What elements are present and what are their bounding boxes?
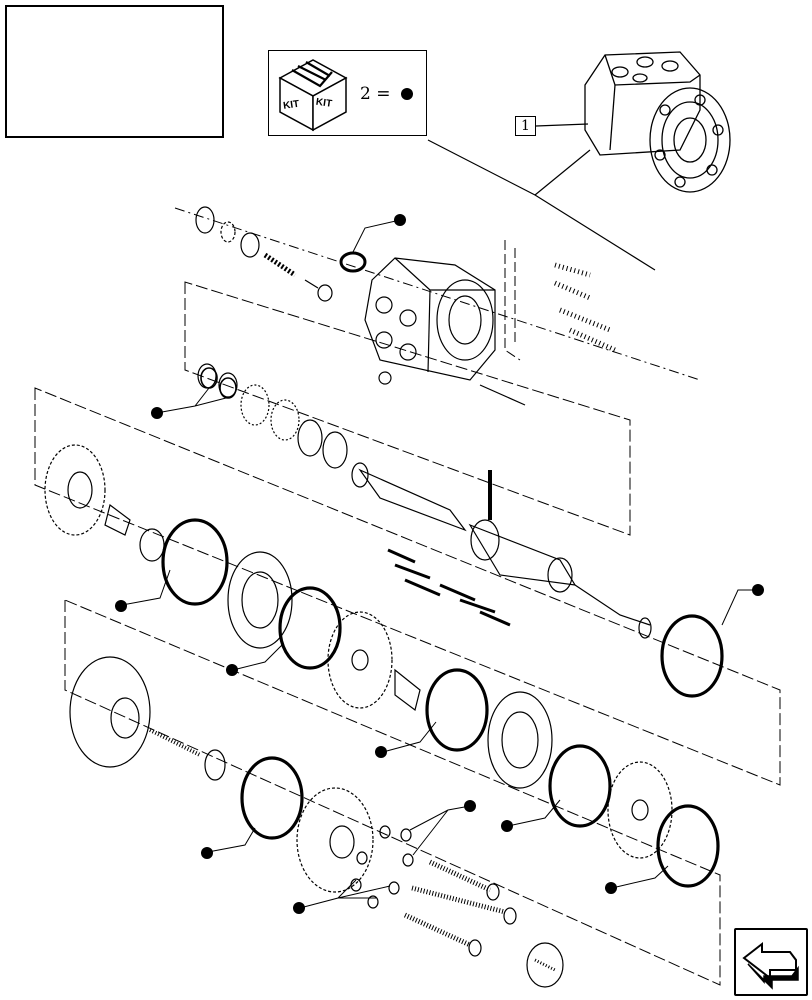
spool-sleeve-drawing: [197, 363, 652, 639]
kit-marker-dot: [752, 584, 764, 596]
kit-marker-dot: [293, 902, 305, 914]
kit-marker-dot: [226, 664, 238, 676]
valve-housing-drawing: [174, 206, 701, 406]
group-outline-middle: [34, 387, 781, 786]
kit-marker-dot: [151, 407, 163, 419]
kit-markers: [115, 89, 764, 914]
kit-marker-dot: [375, 746, 387, 758]
kit-label-right: KIT: [315, 97, 332, 110]
o-rings: [161, 367, 724, 888]
kit-marker-dot: [464, 800, 476, 812]
kit-label-left: KIT: [283, 99, 300, 112]
callout-leaders: [121, 219, 758, 909]
kit-marker-dot: [605, 882, 617, 894]
kit-marker-dot: [201, 847, 213, 859]
next-page-button[interactable]: [734, 928, 808, 996]
end-cover-drawing: [69, 656, 564, 988]
kit-legend-text: 2 =: [360, 84, 413, 104]
kit-marker-dot: [400, 88, 413, 100]
kit-marker-dot: [501, 820, 513, 832]
steering-unit-drawing: [584, 51, 731, 193]
arrow-icon: [742, 941, 799, 990]
kit-marker-dot: [115, 600, 127, 612]
reference-box: 1: [515, 116, 536, 136]
ref-leader: [535, 123, 589, 127]
kit-count: 2: [360, 84, 371, 104]
group-outline-lower: [64, 599, 721, 986]
group-outline-upper: [184, 281, 631, 536]
thumbnail-frame: [5, 5, 224, 138]
kit-marker-dot: [394, 214, 406, 226]
kit-equals: =: [376, 84, 391, 104]
